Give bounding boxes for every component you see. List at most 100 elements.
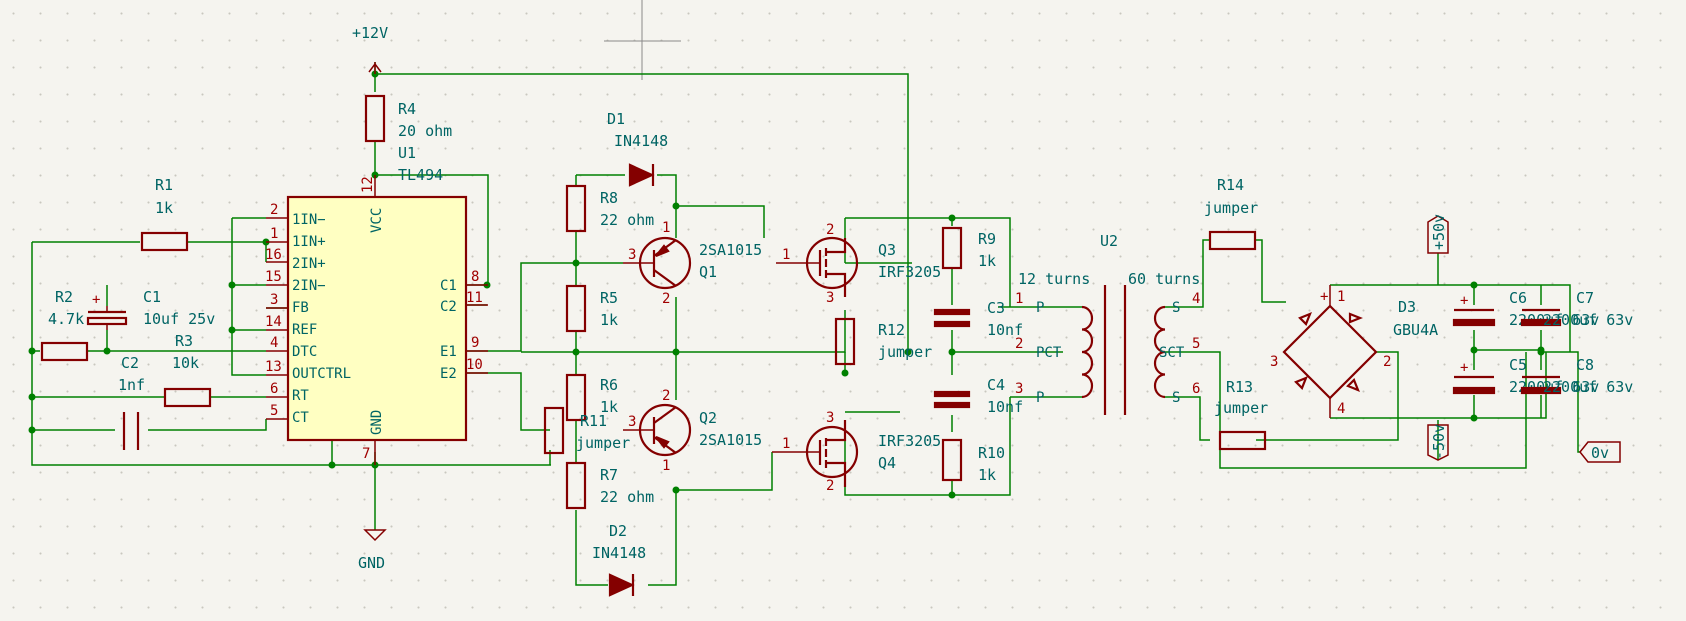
mosfet-q4[interactable]: 132 Q4 IRF3205 bbox=[772, 410, 941, 494]
resistor-r3[interactable]: R3 10k bbox=[163, 332, 212, 408]
diode-d2[interactable]: D2 IN4148 bbox=[592, 522, 646, 597]
junctions bbox=[28, 70, 1545, 499]
svg-text:1nf: 1nf bbox=[118, 376, 145, 394]
capacitor-c2[interactable]: C2 1nf bbox=[118, 354, 145, 450]
svg-text:RT: RT bbox=[292, 388, 309, 404]
svg-text:IRF3205: IRF3205 bbox=[878, 263, 941, 281]
transistor-q1[interactable]: 312 Q1 2SA1015 bbox=[623, 220, 762, 307]
svg-text:1: 1 bbox=[1337, 289, 1345, 305]
svg-text:PCT: PCT bbox=[1036, 345, 1062, 361]
svg-text:R8: R8 bbox=[600, 189, 618, 207]
svg-text:R2: R2 bbox=[55, 288, 73, 306]
svg-text:GND: GND bbox=[358, 554, 385, 572]
svg-text:2SA1015: 2SA1015 bbox=[699, 241, 762, 259]
svg-text:+: + bbox=[1460, 360, 1468, 376]
svg-text:1: 1 bbox=[1015, 291, 1023, 307]
capacitor-c7[interactable]: C7 2200uf 63v bbox=[1520, 289, 1633, 329]
svg-text:U1: U1 bbox=[398, 144, 416, 162]
label-plus-50v[interactable]: +50v bbox=[1427, 214, 1449, 254]
svg-text:C3: C3 bbox=[987, 299, 1005, 317]
resistor-r13[interactable]: R13 jumper bbox=[1214, 378, 1268, 451]
svg-text:R7: R7 bbox=[600, 466, 618, 484]
svg-text:IRF3205: IRF3205 bbox=[878, 432, 941, 450]
svg-text:CT: CT bbox=[292, 410, 309, 426]
svg-text:+: + bbox=[1460, 293, 1468, 309]
svg-text:P: P bbox=[1036, 390, 1044, 406]
svg-text:+: + bbox=[92, 292, 100, 308]
cursor-crosshair bbox=[604, 0, 681, 80]
svg-text:3: 3 bbox=[826, 290, 834, 306]
capacitor-c4[interactable]: C4 10nf bbox=[933, 376, 1023, 416]
svg-text:1k: 1k bbox=[978, 466, 996, 484]
svg-text:D1: D1 bbox=[607, 110, 625, 128]
svg-text:VCC: VCC bbox=[369, 208, 385, 233]
svg-text:C2: C2 bbox=[440, 299, 457, 315]
svg-text:R14: R14 bbox=[1217, 176, 1244, 194]
svg-text:16: 16 bbox=[265, 247, 282, 263]
svg-text:U2: U2 bbox=[1100, 232, 1118, 250]
svg-text:IN4148: IN4148 bbox=[614, 132, 668, 150]
resistor-r12[interactable]: R12 jumper bbox=[834, 317, 932, 366]
svg-text:10nf: 10nf bbox=[987, 321, 1023, 339]
transistor-q2[interactable]: 321 Q2 2SA1015 bbox=[623, 388, 762, 474]
svg-text:R13: R13 bbox=[1226, 378, 1253, 396]
svg-text:14: 14 bbox=[265, 314, 282, 330]
capacitor-c1[interactable]: + C1 10uf 25v bbox=[86, 288, 215, 330]
resistor-r9[interactable]: R9 1k bbox=[941, 226, 996, 270]
svg-text:6: 6 bbox=[270, 381, 278, 397]
svg-text:2SA1015: 2SA1015 bbox=[699, 431, 762, 449]
resistor-r4[interactable]: R4 20 ohm bbox=[364, 94, 452, 143]
svg-text:15: 15 bbox=[265, 269, 282, 285]
svg-text:R9: R9 bbox=[978, 230, 996, 248]
bridge-rectifier-d3[interactable]: +1 2 3 4 D3 GBU4A bbox=[1270, 285, 1438, 418]
resistor-r1[interactable]: R1 1k bbox=[140, 176, 189, 252]
resistor-r14[interactable]: R14 jumper bbox=[1204, 176, 1258, 251]
resistor-r5[interactable]: R5 1k bbox=[565, 284, 618, 333]
svg-text:1: 1 bbox=[782, 247, 790, 263]
svg-text:R12: R12 bbox=[878, 321, 905, 339]
svg-text:Q3: Q3 bbox=[878, 241, 896, 259]
mosfet-q3[interactable]: 123 Q3 IRF3205 bbox=[776, 222, 941, 306]
resistor-r6[interactable]: R6 1k bbox=[565, 373, 618, 422]
svg-text:1k: 1k bbox=[155, 199, 173, 217]
svg-text:P: P bbox=[1036, 300, 1044, 316]
resistor-r2[interactable]: R2 4.7k bbox=[40, 288, 89, 362]
svg-text:3: 3 bbox=[628, 414, 636, 430]
svg-text:C2: C2 bbox=[121, 354, 139, 372]
capacitor-c8[interactable]: C8 2200uf 63v bbox=[1520, 356, 1633, 396]
svg-text:2: 2 bbox=[662, 291, 670, 307]
svg-text:R6: R6 bbox=[600, 376, 618, 394]
svg-text:C1: C1 bbox=[440, 278, 457, 294]
capacitor-c3[interactable]: C3 10nf bbox=[933, 299, 1023, 339]
svg-text:D3: D3 bbox=[1398, 298, 1416, 316]
svg-text:7: 7 bbox=[362, 446, 370, 462]
svg-text:1k: 1k bbox=[600, 398, 618, 416]
svg-text:13: 13 bbox=[265, 359, 282, 375]
diode-d1[interactable]: D1 IN4148 bbox=[607, 110, 668, 187]
svg-text:3: 3 bbox=[1270, 354, 1278, 370]
resistor-r10[interactable]: R10 1k bbox=[941, 438, 1005, 484]
svg-text:3: 3 bbox=[628, 247, 636, 263]
svg-text:10nf: 10nf bbox=[987, 398, 1023, 416]
label-0v[interactable]: 0v bbox=[1579, 441, 1621, 463]
resistor-r11[interactable]: R11 jumper bbox=[543, 406, 630, 455]
svg-text:jumper: jumper bbox=[1204, 199, 1258, 217]
label-minus-50v[interactable]: -50v bbox=[1427, 424, 1449, 461]
svg-text:+12V: +12V bbox=[352, 24, 388, 42]
svg-text:REF: REF bbox=[292, 322, 317, 338]
resistor-r8[interactable]: R8 22 ohm bbox=[565, 184, 654, 233]
svg-text:C5: C5 bbox=[1509, 356, 1527, 374]
svg-text:FB: FB bbox=[292, 300, 309, 316]
svg-text:12 turns: 12 turns bbox=[1018, 270, 1090, 288]
svg-text:4: 4 bbox=[270, 335, 278, 351]
svg-text:Q1: Q1 bbox=[699, 263, 717, 281]
svg-text:SCT: SCT bbox=[1159, 345, 1185, 361]
svg-text:OUTCTRL: OUTCTRL bbox=[292, 366, 351, 382]
svg-text:10k: 10k bbox=[172, 354, 199, 372]
resistor-r7[interactable]: R7 22 ohm bbox=[565, 461, 654, 510]
